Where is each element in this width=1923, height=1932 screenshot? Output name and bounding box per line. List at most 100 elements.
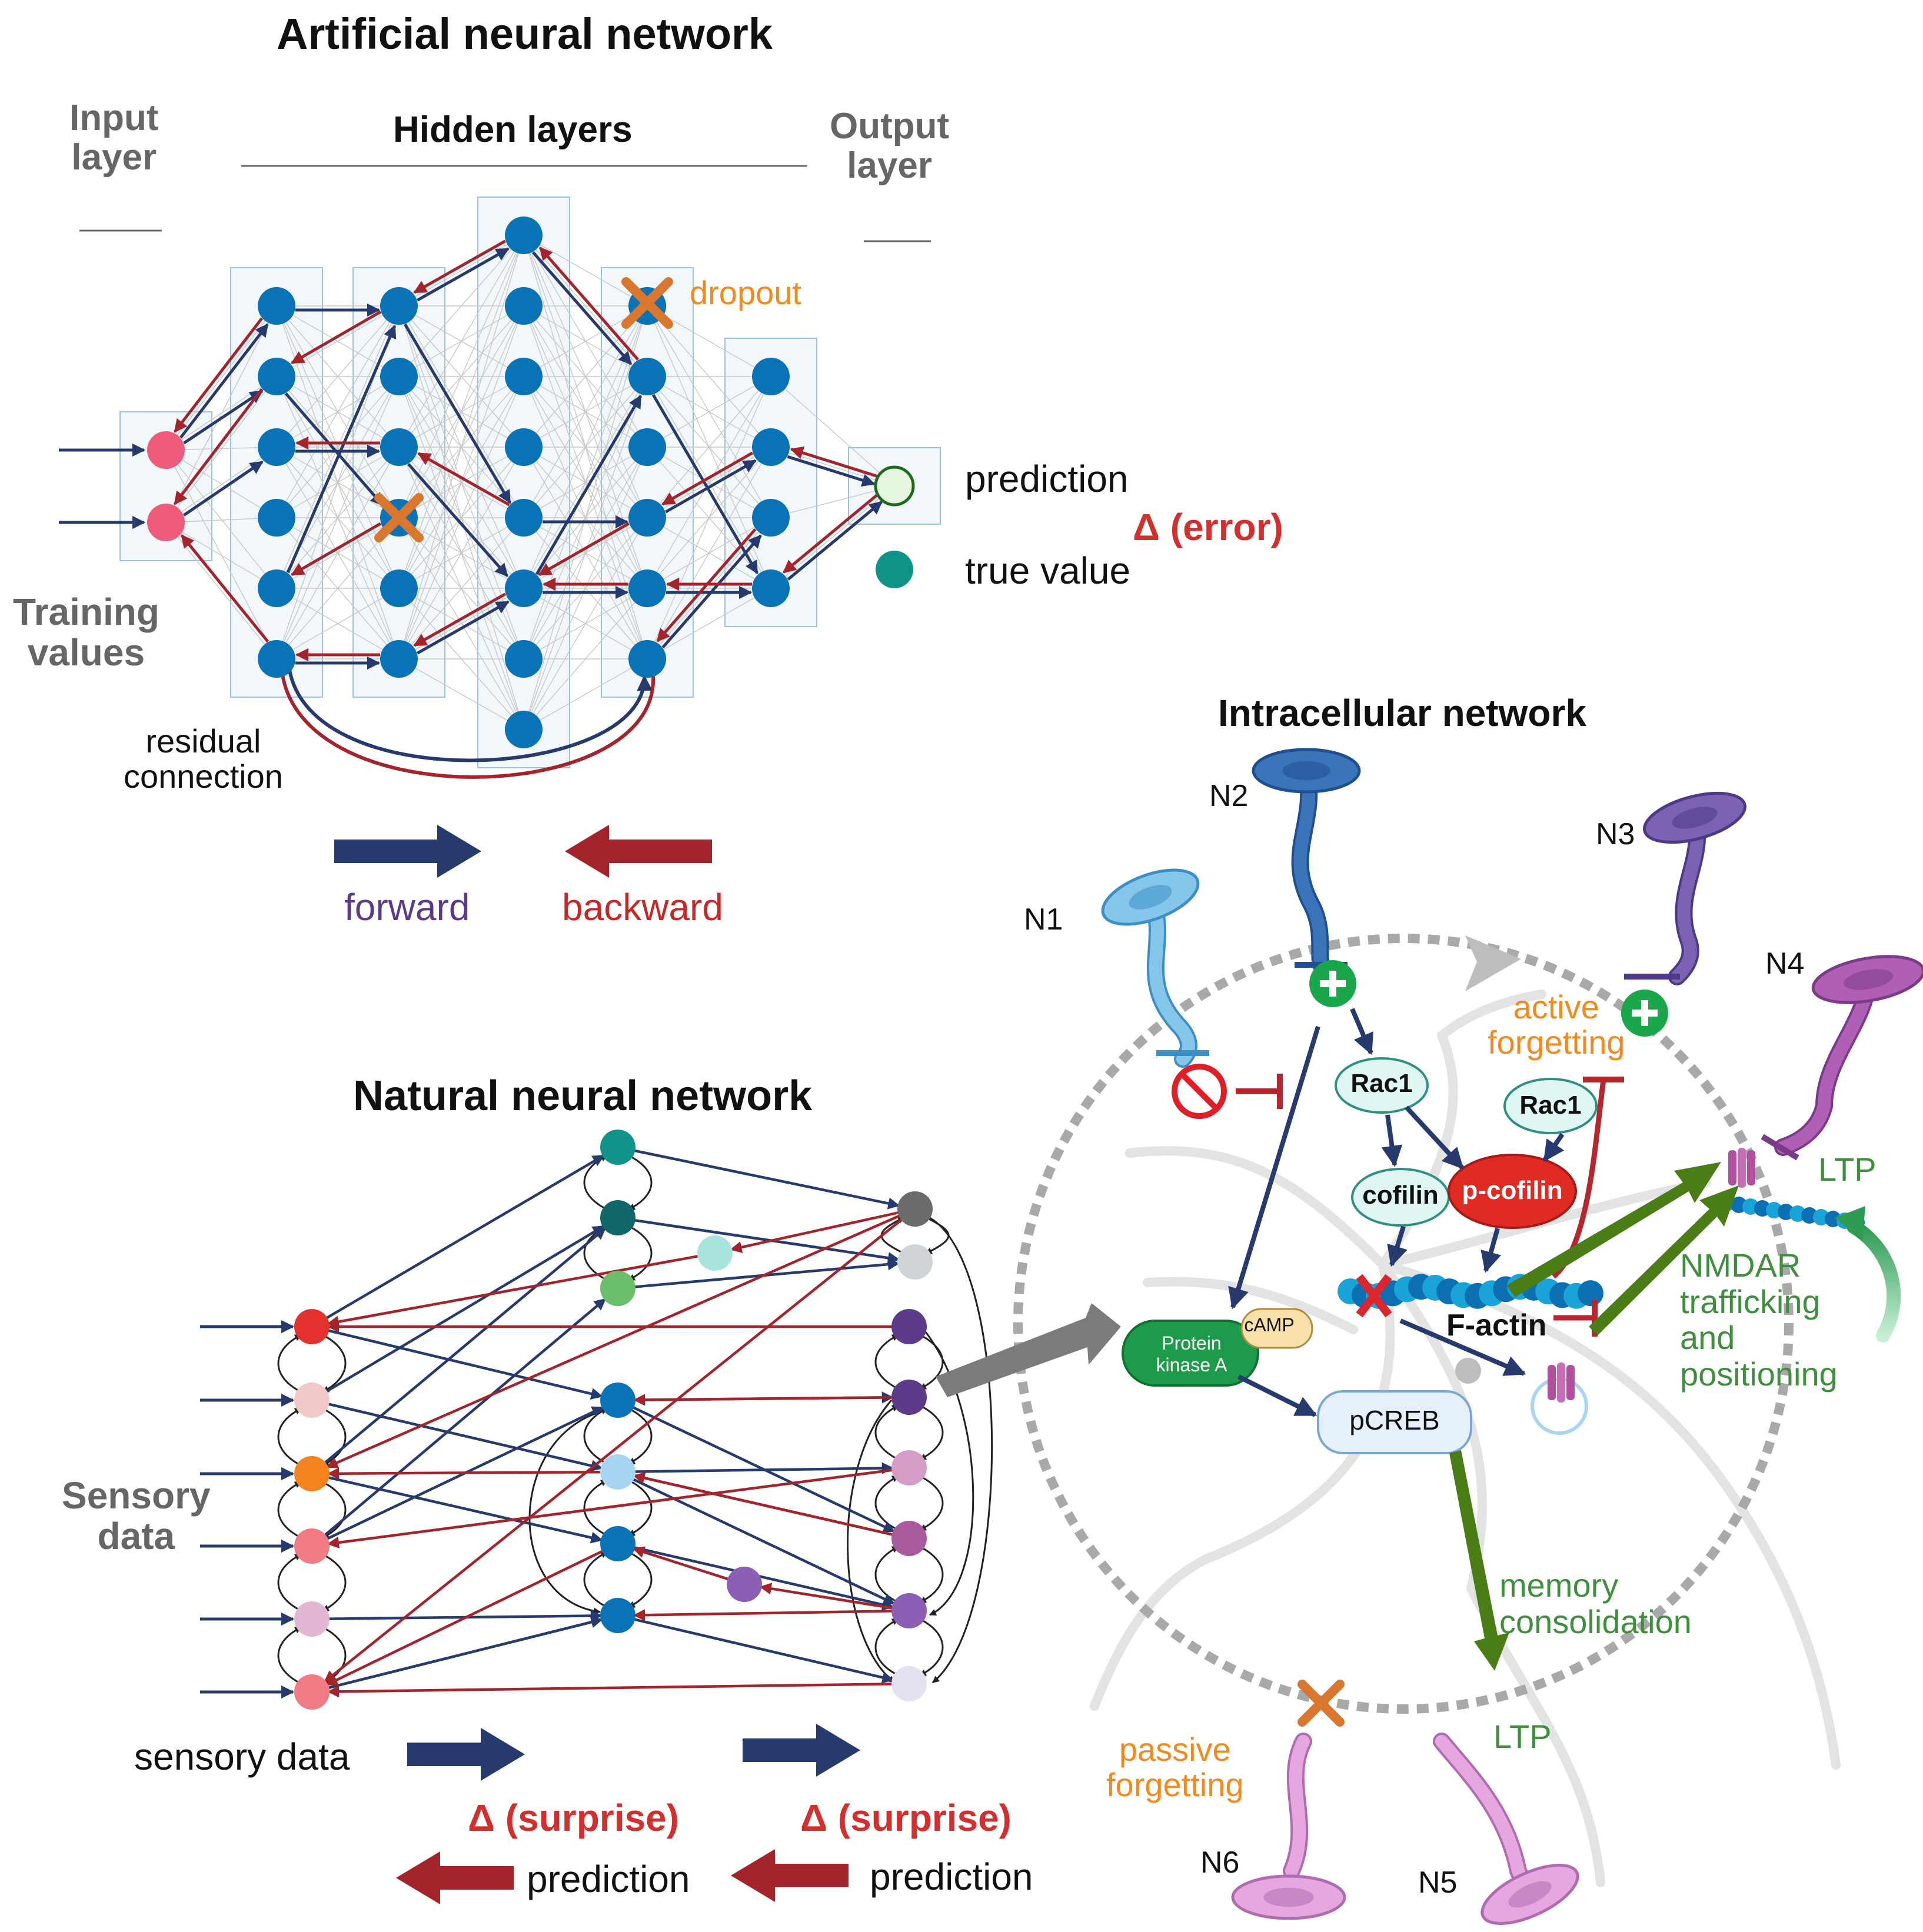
- grey-molecule: [1455, 1358, 1481, 1384]
- nnn-forward-arrow: [631, 1477, 896, 1605]
- nnn-forward-arrow: [326, 1328, 603, 1400]
- nnn-loop: [321, 1481, 347, 1539]
- ann-prediction-label: prediction: [965, 458, 1129, 500]
- ann-node: [505, 499, 543, 537]
- ann-backward-arrow: [782, 494, 879, 574]
- nnn-forward-legend-arrow: [743, 1724, 860, 1777]
- n2-to-pka-arrow: [1228, 1025, 1320, 1310]
- nmdar-curved-arrow: [1847, 1220, 1901, 1343]
- nnn-loop: [874, 1545, 900, 1604]
- nnn-backward-arrow: [327, 1468, 894, 1549]
- nnn-node: [891, 1450, 927, 1485]
- nnn-prediction-1: prediction: [527, 1858, 690, 1900]
- ann-node: [505, 216, 543, 254]
- legend-arrows: [334, 825, 860, 1904]
- nnn-loop: [583, 1479, 608, 1537]
- pka-to-pcreb-arrow: [1237, 1374, 1318, 1417]
- ann-backward-arrow: [538, 247, 640, 361]
- ann-dense-link: [276, 305, 400, 589]
- legend-backward-label: backward: [562, 886, 723, 928]
- nnn-loop: [627, 1154, 653, 1211]
- ann-node: [380, 358, 418, 395]
- nnn-sensory-label: Sensory data: [62, 1474, 211, 1558]
- ann-dense-link: [523, 305, 648, 730]
- ann-dense-link: [276, 305, 400, 518]
- nnn-loop: [627, 1225, 653, 1281]
- nnn-loop: [923, 1329, 974, 1616]
- n4-terminal: [1774, 955, 1923, 1156]
- ann-layer-box-2: [352, 267, 445, 698]
- nnn-node: [294, 1383, 330, 1418]
- ann-residual-label: residual connection: [124, 722, 283, 795]
- ann-dense-connections: [165, 235, 895, 730]
- ann-dense-link: [523, 447, 648, 730]
- ann-backward-arrow: [180, 534, 270, 643]
- nnn-node: [600, 1130, 636, 1165]
- ann-dense-link: [647, 376, 771, 659]
- nnn-node: [897, 1244, 933, 1280]
- nnn-node: [891, 1593, 927, 1628]
- ann-node: [147, 504, 185, 541]
- ann-node: [628, 428, 666, 466]
- pka-label: Protein kinase A: [1156, 1333, 1227, 1375]
- ann-dense-link: [398, 235, 524, 659]
- ann-dense-link: [523, 658, 648, 730]
- ann-forward-arrow: [183, 389, 264, 445]
- ann-forward-arrow: [179, 323, 269, 439]
- nnn-forward-arrow: [326, 1616, 603, 1690]
- passive-forgetting-cross: [1297, 1680, 1345, 1727]
- residual-backward-path: [273, 658, 656, 779]
- rac1-b-node: [1503, 1078, 1598, 1134]
- nnn-forward-arrow: [631, 1405, 896, 1533]
- ann-dense-link: [165, 305, 277, 523]
- n2-terminal: [1252, 748, 1361, 974]
- ann-node: [380, 640, 418, 678]
- ann-backward-arrow: [661, 451, 753, 506]
- pcreb-node: [1317, 1390, 1472, 1454]
- memory-consolidation-arrow: [1449, 1450, 1509, 1671]
- nnn-node: [727, 1567, 762, 1602]
- ann-node: [752, 358, 790, 395]
- ann-node: [628, 640, 666, 678]
- n2-to-rac1-arrow: [1350, 1008, 1373, 1055]
- ann-dense-link: [770, 376, 895, 487]
- nnn-loop: [583, 1551, 608, 1608]
- ann-backward-arrow: [291, 310, 382, 365]
- active-forgetting-grey-arrow: [1465, 935, 1521, 991]
- n1-terminal: [1101, 868, 1200, 1068]
- ann-backward-arrow: [413, 239, 506, 294]
- ann-dense-link: [770, 485, 895, 518]
- ann-dropout-label: dropout: [690, 274, 801, 311]
- ann-forward-arrow: [286, 324, 397, 574]
- nnn-backward-arrow: [759, 1583, 894, 1610]
- cell-boundary: [1013, 934, 1794, 1714]
- ann-node: [258, 358, 295, 395]
- ann-forward-arrow: [404, 323, 511, 504]
- nnn-node: [294, 1601, 330, 1637]
- dendrite-branch: [1437, 990, 1546, 1040]
- dropout-cross: [621, 277, 673, 329]
- icn-passive-forgetting: passive forgetting: [1106, 1731, 1244, 1804]
- nnn-node: [600, 1598, 636, 1633]
- ann-node: [258, 640, 295, 678]
- actin-break-cross: [1356, 1274, 1392, 1318]
- nnn-forward-arrow: [633, 1218, 900, 1264]
- ann-forward-arrow: [787, 501, 883, 581]
- nnn-backward-arrow: [327, 1683, 894, 1698]
- ann-dense-link: [165, 447, 277, 523]
- icn-active-forgetting: active forgetting: [1488, 988, 1625, 1061]
- nnn-connections: [200, 1149, 904, 1699]
- icn-ltp-2: LTP: [1493, 1718, 1552, 1755]
- ann-forward-arrow: [787, 455, 876, 487]
- ann-forward-arrow: [665, 459, 757, 514]
- pcreb-label: pCREB: [1349, 1405, 1440, 1435]
- nnn-loop: [277, 1481, 302, 1539]
- ann-node: [628, 569, 666, 607]
- legend-forward-arrow: [334, 825, 481, 878]
- nnn-forward-legend-arrow: [407, 1728, 525, 1781]
- icn-n5-label: N5: [1418, 1866, 1458, 1900]
- nnn-node: [600, 1200, 636, 1235]
- nnn-loop: [874, 1475, 900, 1531]
- ann-signal-paths: [59, 239, 883, 779]
- nnn-backward-arrow: [325, 1549, 605, 1686]
